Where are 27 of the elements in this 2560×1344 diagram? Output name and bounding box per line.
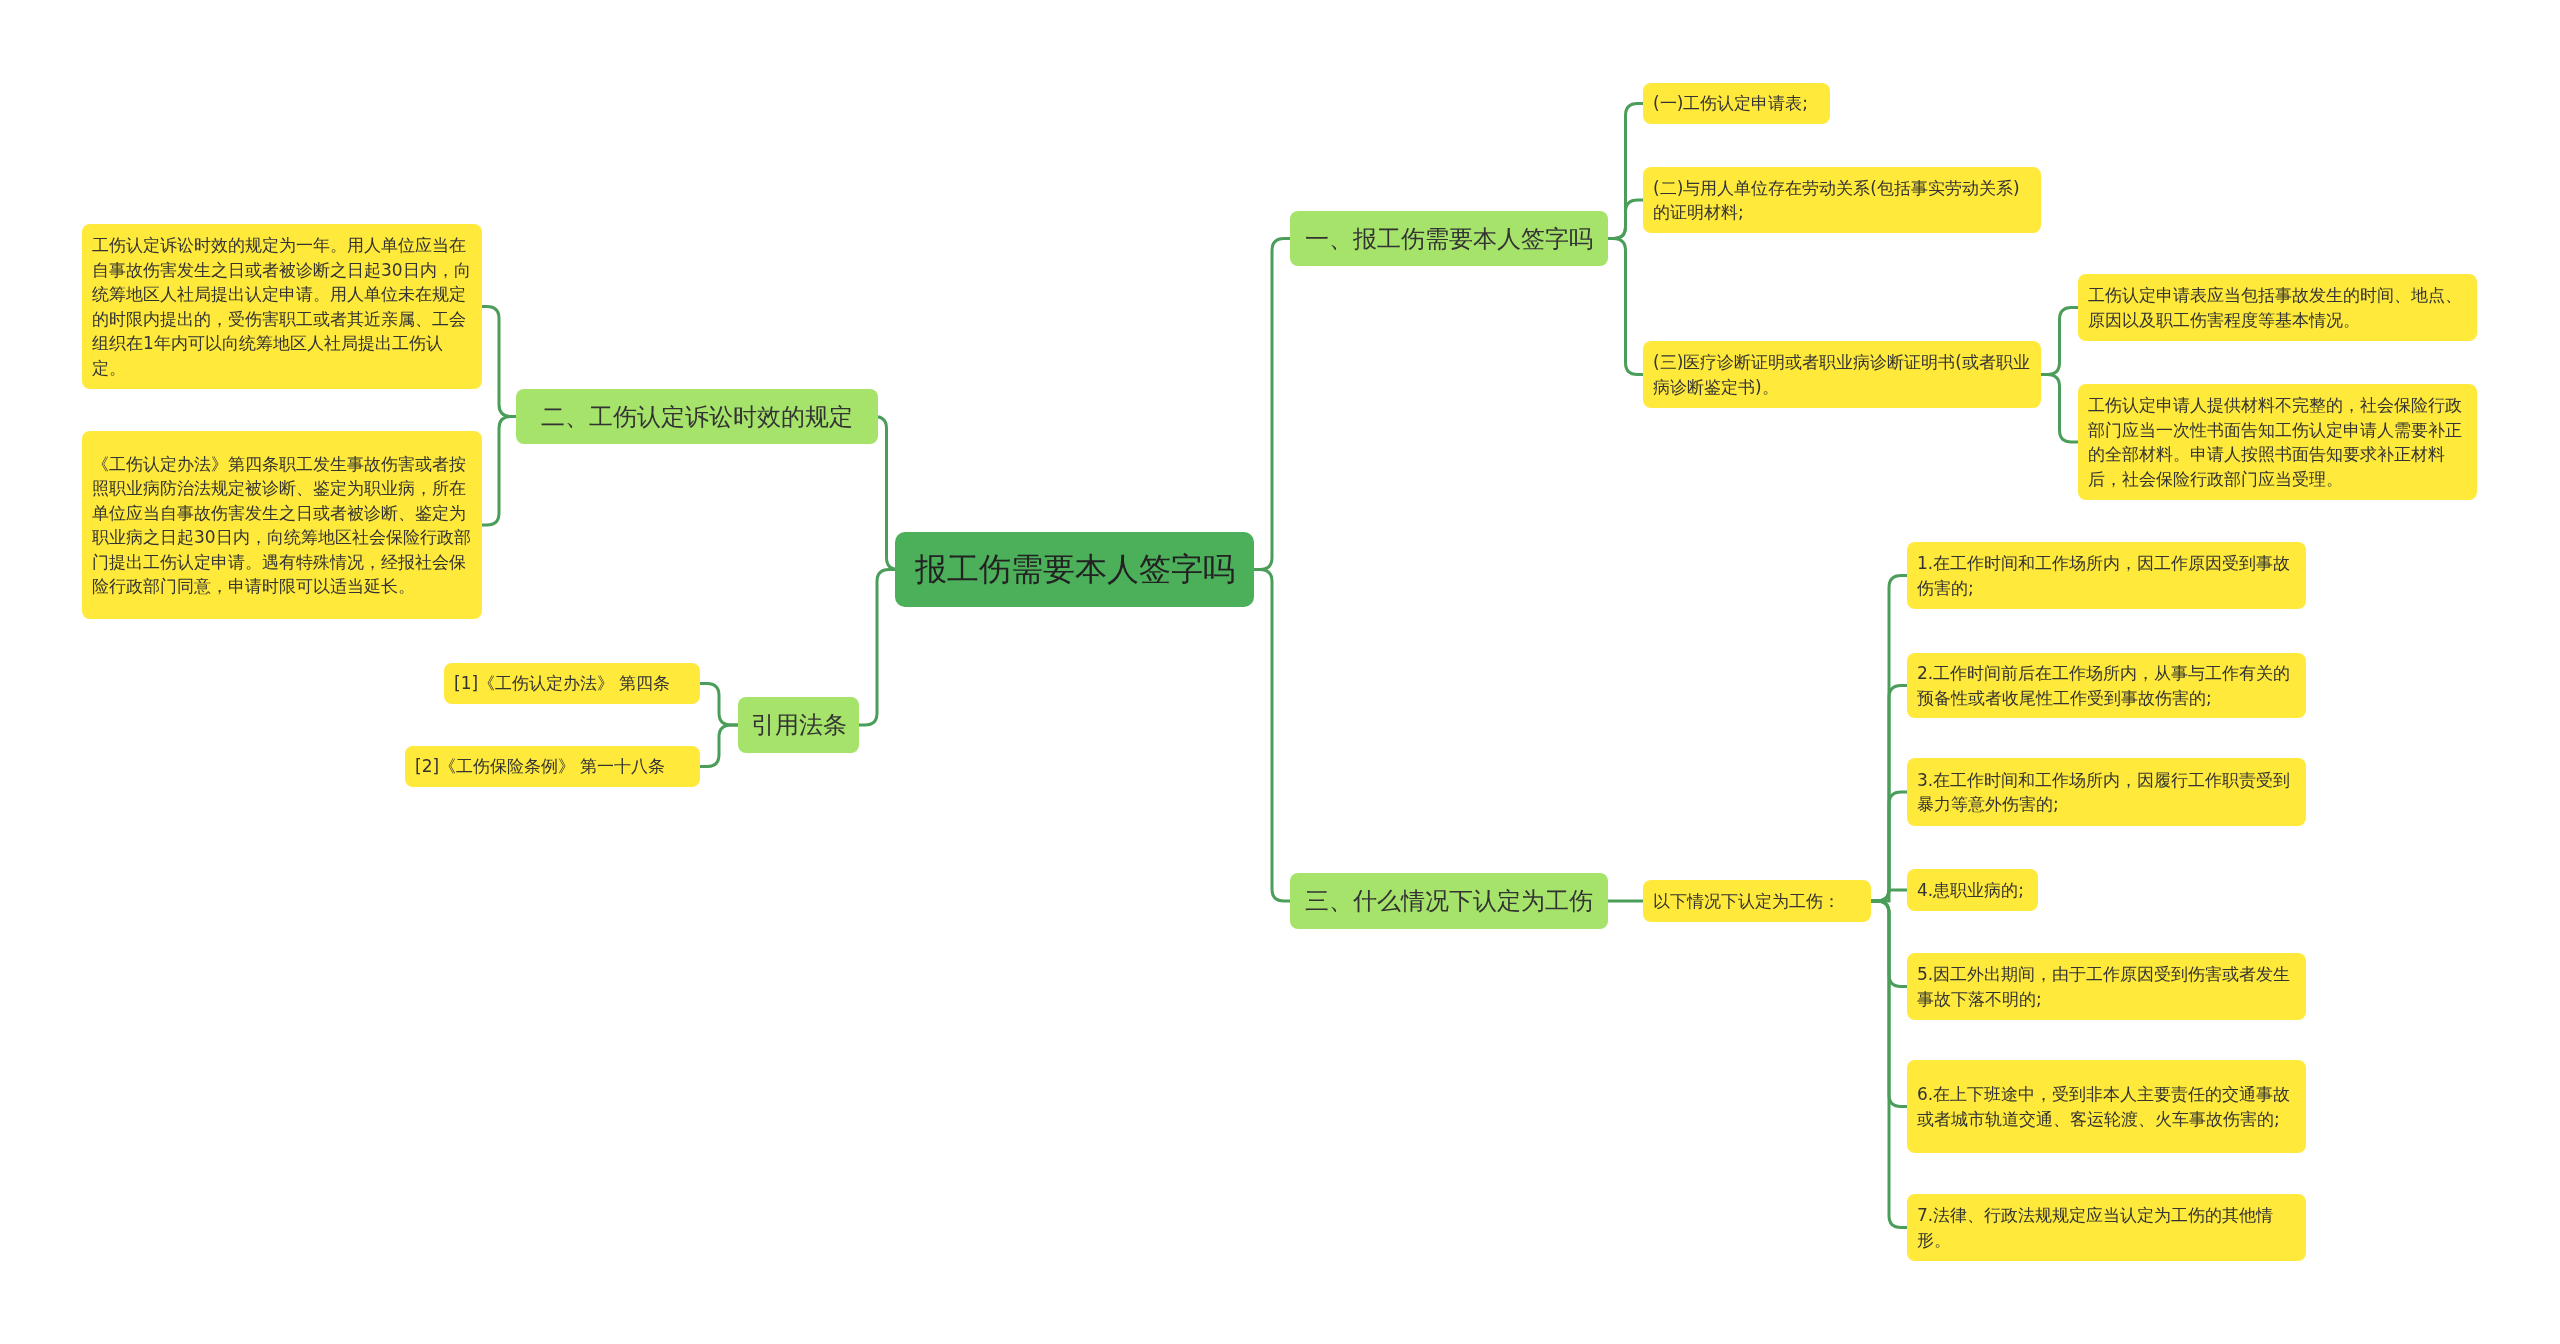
subtopic-box: 3.在工作时间和工作场所内，因履行工作职责受到暴力等意外伤害的; xyxy=(1907,758,2306,826)
subtopic-box: [1]《工伤认定办法》 第四条 xyxy=(444,663,700,704)
subtopic-box: [2]《工伤保险条例》 第一十八条 xyxy=(405,746,700,787)
subtopic-box: 1.在工作时间和工作场所内，因工作原因受到事故伤害的; xyxy=(1907,542,2306,609)
subtopic-box: 工伤认定诉讼时效的规定为一年。用人单位应当在自事故伤害发生之日或者被诊断之日起30日内，向统筹地区人社局提出认定申请。用人单位未在规定的时限内提出的，受伤害职工或者其近亲属、工会组织在1年内可以向统筹地区人社局提出工伤认定。 xyxy=(82,224,482,389)
connector-line xyxy=(2041,373,2078,444)
subtopic-box: 4.患职业病的; xyxy=(1907,869,2038,911)
subtopic-box: 工伤认定申请表应当包括事故发生的时间、地点、原因以及职工伤害程度等基本情况。 xyxy=(2078,274,2477,341)
connector-line xyxy=(1254,568,1290,903)
subtopic-box: 7.法律、行政法规规定应当认定为工伤的其他情形。 xyxy=(1907,1194,2306,1261)
branch-topic-box: 一、报工伤需要本人签字吗 xyxy=(1290,211,1608,266)
subtopic-box: 《工伤认定办法》第四条职工发生事故伤害或者按照职业病防治法规定被诊断、鉴定为职业病，所在单位应当自事故伤害发生之日或者被诊断、鉴定为职业病之日起30日内，向统筹地区社会保险行政部门提出工伤认定申请。遇有特殊情况，经报社会保险行政部门同意，申请时限可以适当延长。 xyxy=(82,431,482,619)
subtopic-box: (三)医疗诊断证明或者职业病诊断证明书(或者职业病诊断鉴定书)。 xyxy=(1643,341,2041,408)
connector-line xyxy=(1608,899,1643,903)
subtopic-box: (二)与用人单位存在劳动关系(包括事实劳动关系)的证明材料; xyxy=(1643,167,2041,233)
subtopic-box: 5.因工外出期间，由于工作原因受到伤害或者发生事故下落不明的; xyxy=(1907,953,2306,1020)
subtopic-box: (一)工伤认定申请表; xyxy=(1643,83,1830,124)
central-topic-box: 报工伤需要本人签字吗 xyxy=(895,532,1254,607)
branch-topic-box: 三、什么情况下认定为工伤 xyxy=(1290,873,1608,929)
subtopic-box: 2.工作时间前后在工作场所内，从事与工作有关的预备性或者收尾性工作受到事故伤害的; xyxy=(1907,653,2306,718)
subtopic-box: 6.在上下班途中，受到非本人主要责任的交通事故或者城市轨道交通、客运轮渡、火车事故伤害的; xyxy=(1907,1060,2306,1153)
subtopic-box: 以下情况下认定为工伤： xyxy=(1643,880,1871,922)
branch-topic-box: 二、工伤认定诉讼时效的规定 xyxy=(516,389,878,444)
subtopic-box: 工伤认定申请人提供材料不完整的，社会保险行政部门应当一次性书面告知工伤认定申请人需要补正的全部材料。申请人按照书面告知要求补正材料后，社会保险行政部门应当受理。 xyxy=(2078,384,2477,500)
connector-line xyxy=(700,723,738,768)
connector-line xyxy=(859,568,895,727)
branch-topic-box: 引用法条 xyxy=(738,697,859,753)
